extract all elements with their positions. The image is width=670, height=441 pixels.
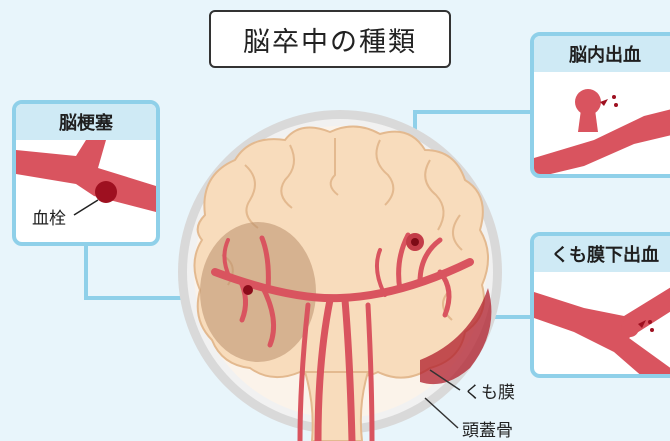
sah-aneurysm-icon <box>621 319 639 337</box>
infarct-area <box>200 222 316 362</box>
clot-dot <box>243 285 253 295</box>
sah-area <box>420 288 492 385</box>
ich-vessel-illustration <box>534 89 670 174</box>
connector-infarct <box>84 246 212 300</box>
panel-heading-infarction: 脳梗塞 <box>16 104 156 140</box>
sah-vessel-illustration <box>534 287 670 374</box>
brain-stem <box>303 371 370 441</box>
label-skull: 頭蓋骨 <box>462 421 513 441</box>
clot-icon <box>95 181 117 203</box>
infarct-vessel-illustration <box>16 140 156 216</box>
panel-intracerebral-hemorrhage: 脳内出血 <box>530 32 670 178</box>
callout-thrombus: 血栓 <box>32 209 66 229</box>
panel-heading-ich: 脳内出血 <box>534 36 670 72</box>
diagram-title: 脳卒中の種類 <box>209 10 451 68</box>
label-arachnoid: くも膜 <box>464 383 515 403</box>
panel-heading-sah: くも膜下出血 <box>534 236 670 272</box>
panel-subarachnoid-hemorrhage: くも膜下出血 <box>530 232 670 378</box>
panel-cerebral-infarction: 脳梗塞 血栓 <box>12 100 160 246</box>
aneurysm-icon <box>575 89 601 115</box>
